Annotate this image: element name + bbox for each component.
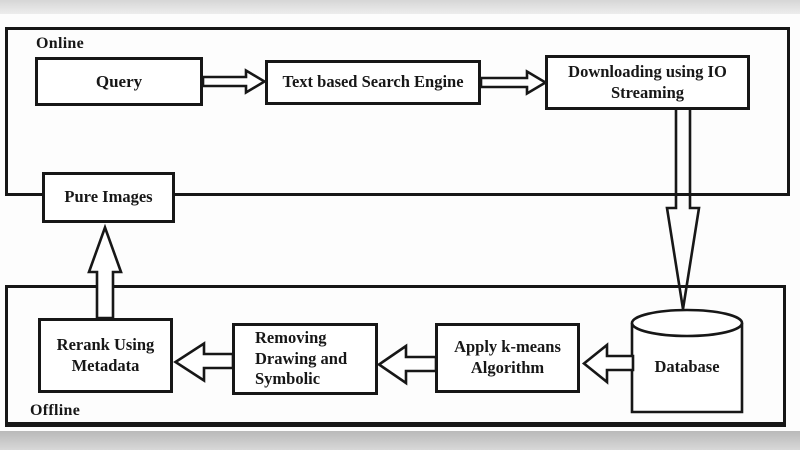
arrow-kmeans-to-removing [376, 343, 438, 386]
database-label: Database [654, 357, 720, 376]
node-query: Query [35, 57, 203, 106]
node-removing-drawing-and-symbolic: Removing Drawing and Symbolic [232, 323, 378, 395]
top-gray-band [0, 0, 800, 14]
offline-section-container [5, 285, 786, 427]
arrow-search-engine-to-downloading [479, 69, 549, 96]
node-rerank-using-metadata: Rerank Using Metadata [38, 318, 173, 393]
online-section-container [5, 27, 790, 196]
offline-section-label: Offline [30, 402, 81, 419]
arrow-query-to-search-engine [201, 68, 268, 95]
arrow-downloading-to-database [665, 110, 701, 310]
arrow-removing-to-rerank [173, 341, 235, 383]
arrow-database-to-kmeans [581, 342, 635, 385]
node-apply-kmeans-algorithm: Apply k-means Algorithm [435, 323, 580, 393]
arrow-rerank-to-pure-images [87, 223, 123, 320]
bottom-gray-band [0, 431, 800, 450]
node-pure-images: Pure Images [42, 172, 175, 223]
online-section-label: Online [36, 35, 85, 52]
node-downloading-using-io-streaming: Downloading using IO Streaming [545, 55, 750, 110]
node-text-based-search-engine: Text based Search Engine [265, 60, 481, 105]
database-cylinder-top [630, 308, 744, 338]
